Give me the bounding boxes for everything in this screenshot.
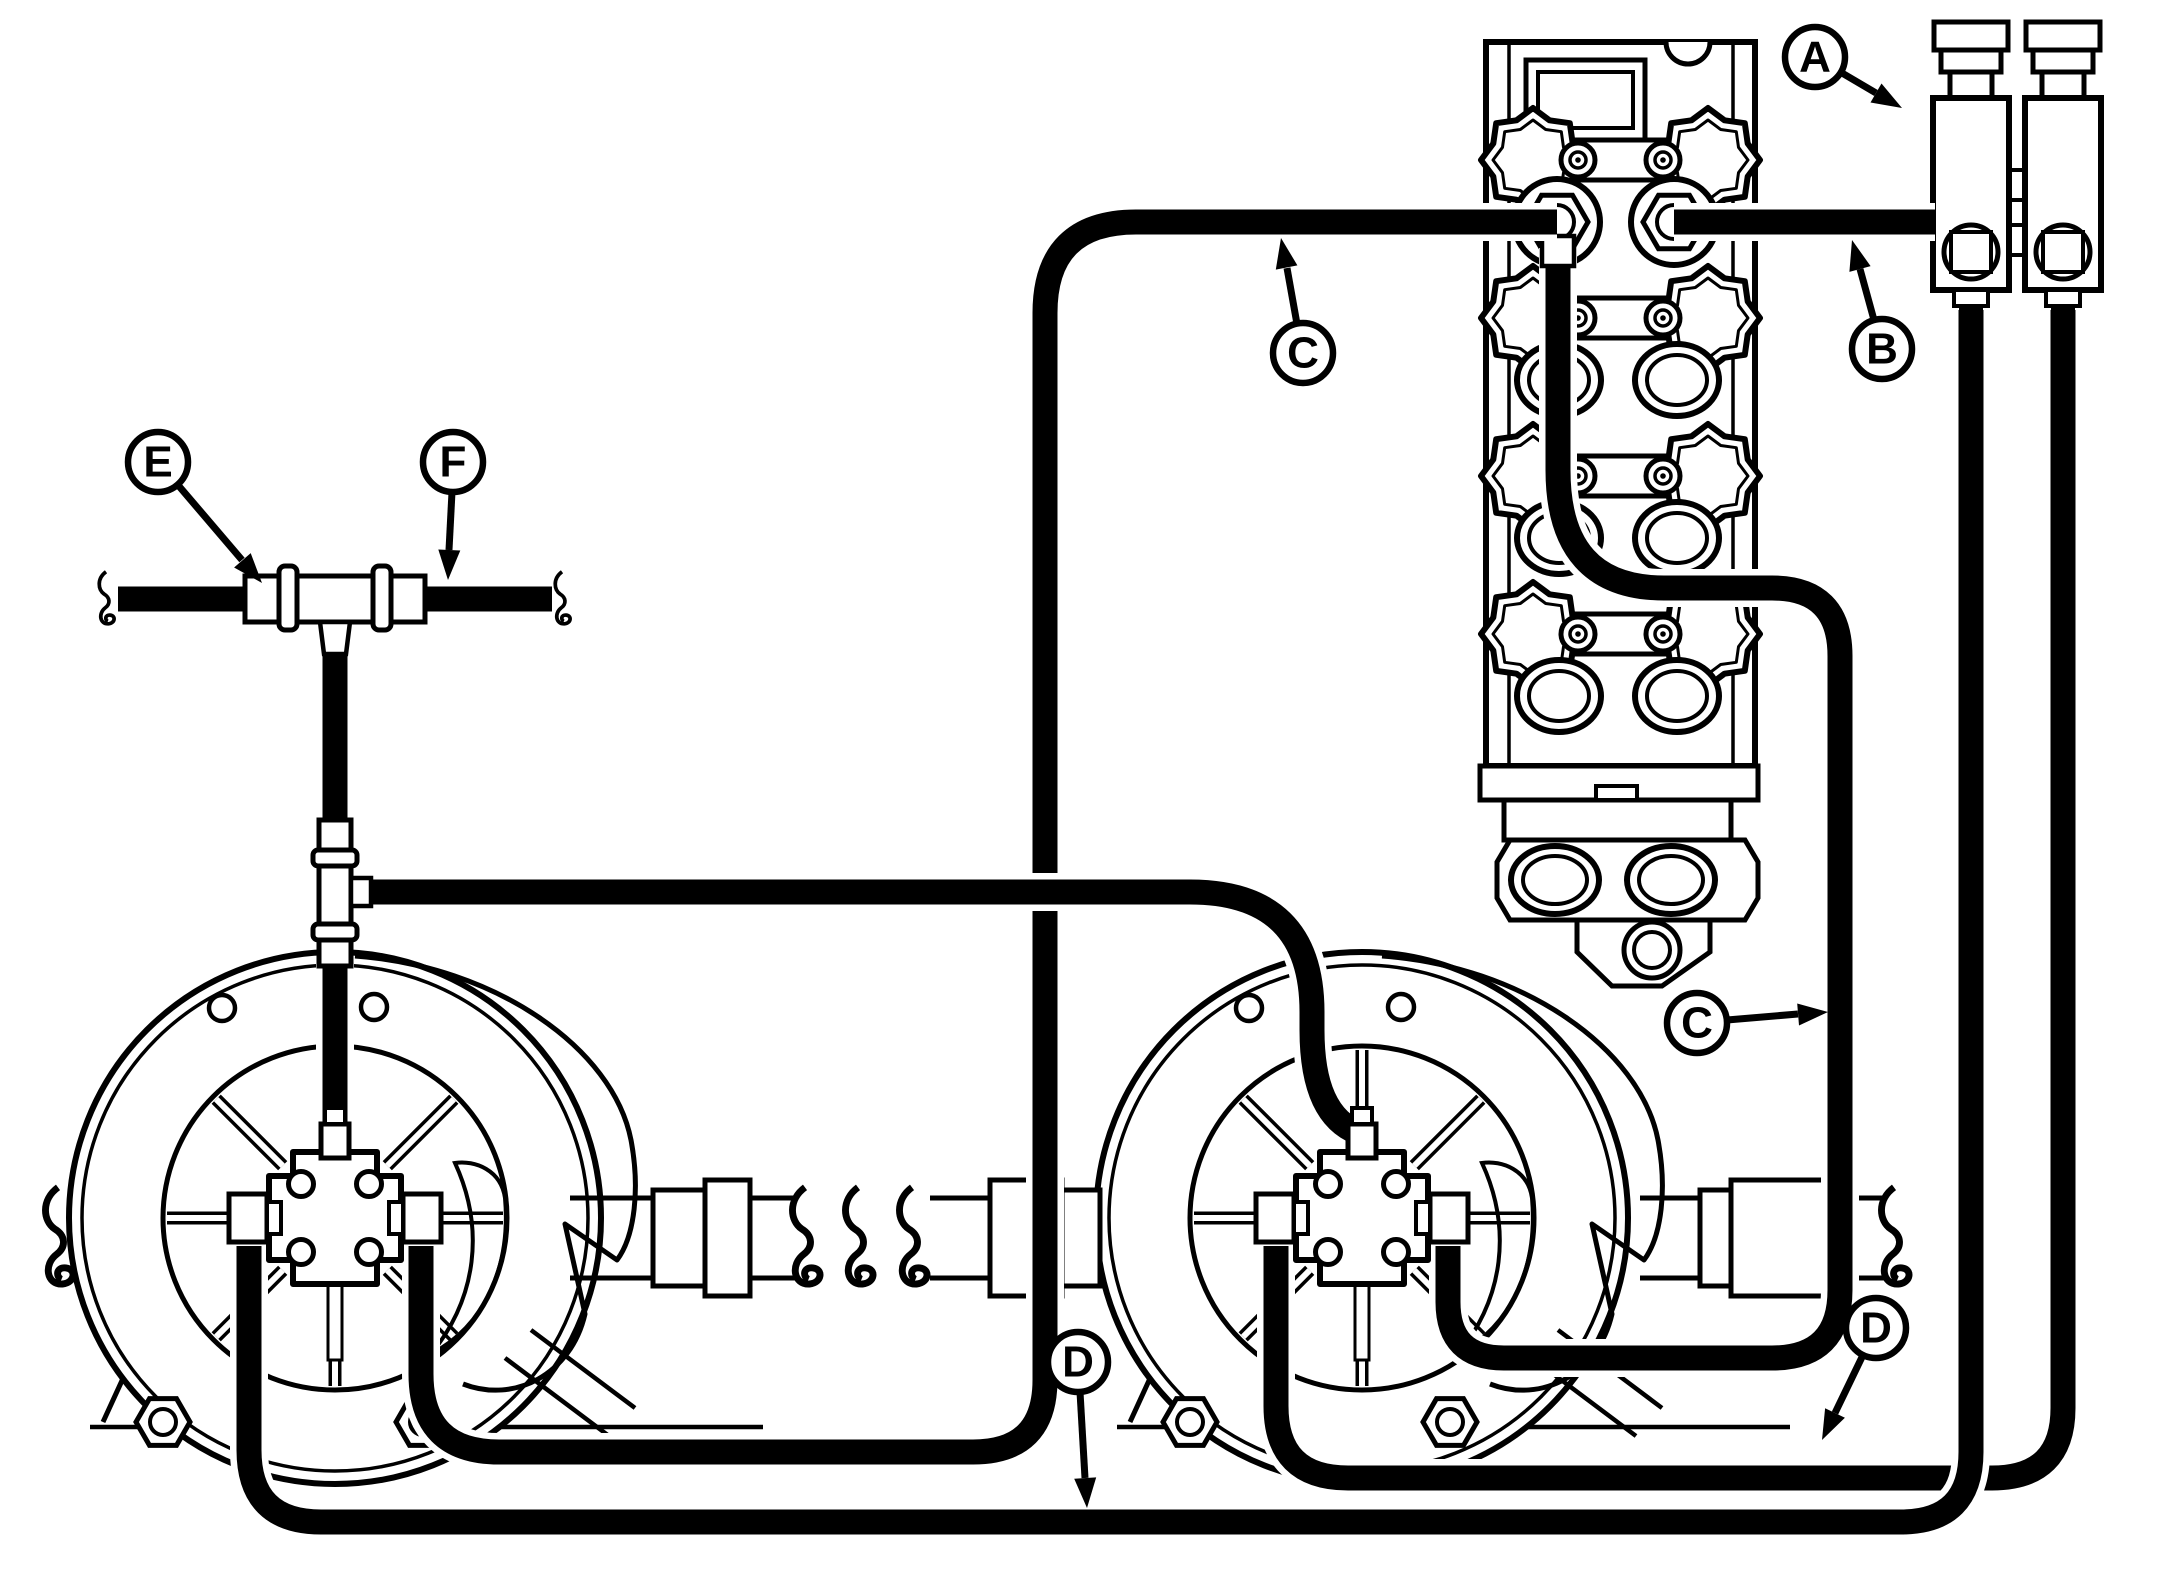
quick-coupler-right [2025,22,2101,320]
callout-c-1: C [1269,238,1337,387]
hose-c-1 [402,203,1557,1471]
top-notch [1663,41,1713,67]
tee-fitting-upper [242,563,428,657]
callout-f: F [419,428,487,580]
hose-break-mark [553,569,572,626]
callout-letter-d2: D [1860,1304,1892,1353]
callout-c-2: C [1663,989,1828,1057]
callout-a: A [1781,23,1902,108]
callout-letter-f: F [440,438,467,487]
callout-letter-c1: C [1287,329,1319,378]
selective-control-valve-stack [1477,39,1760,989]
quick-coupler-pair [1933,22,2101,320]
tee-fitting-inline [310,817,374,969]
callout-d-1: D [1044,1328,1112,1508]
hose-d-2 [1257,310,2082,1497]
valve-row-4 [1481,582,1760,732]
callout-letter-c2: C [1681,999,1713,1048]
callout-e: E [124,428,262,583]
hose-d-1 [230,310,1990,1541]
callout-letter-b: B [1866,325,1898,374]
callout-letter-a: A [1799,33,1831,82]
callout-b: B [1848,240,1916,383]
hose-break-mark [97,569,116,626]
callout-d-2: D [1822,1294,1910,1440]
quick-coupler-left [1933,22,2009,320]
hose-c-2 [1429,248,1859,1377]
callout-letter-e: E [143,438,172,487]
branch-hose [368,873,1381,1158]
callout-letter-d1: D [1062,1338,1094,1387]
